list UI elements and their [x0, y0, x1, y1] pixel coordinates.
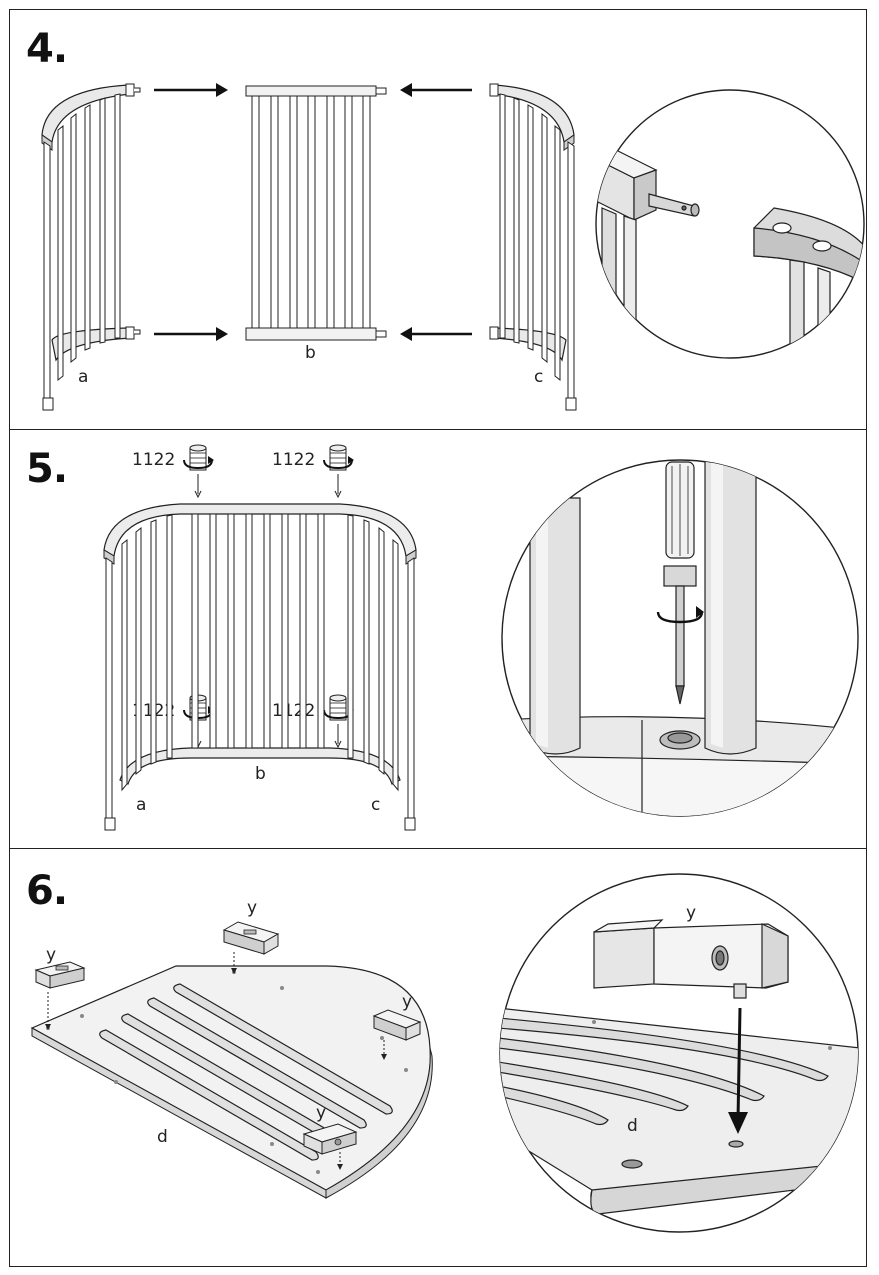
label-y: y: [402, 992, 412, 1012]
label-y: y: [46, 945, 56, 965]
label-d: d: [157, 1127, 168, 1147]
label-y: y: [316, 1103, 326, 1123]
label-y: y: [686, 903, 696, 923]
detail-circle-step6: [498, 872, 860, 1234]
label-y: y: [247, 898, 257, 918]
label-d: d: [627, 1116, 638, 1136]
